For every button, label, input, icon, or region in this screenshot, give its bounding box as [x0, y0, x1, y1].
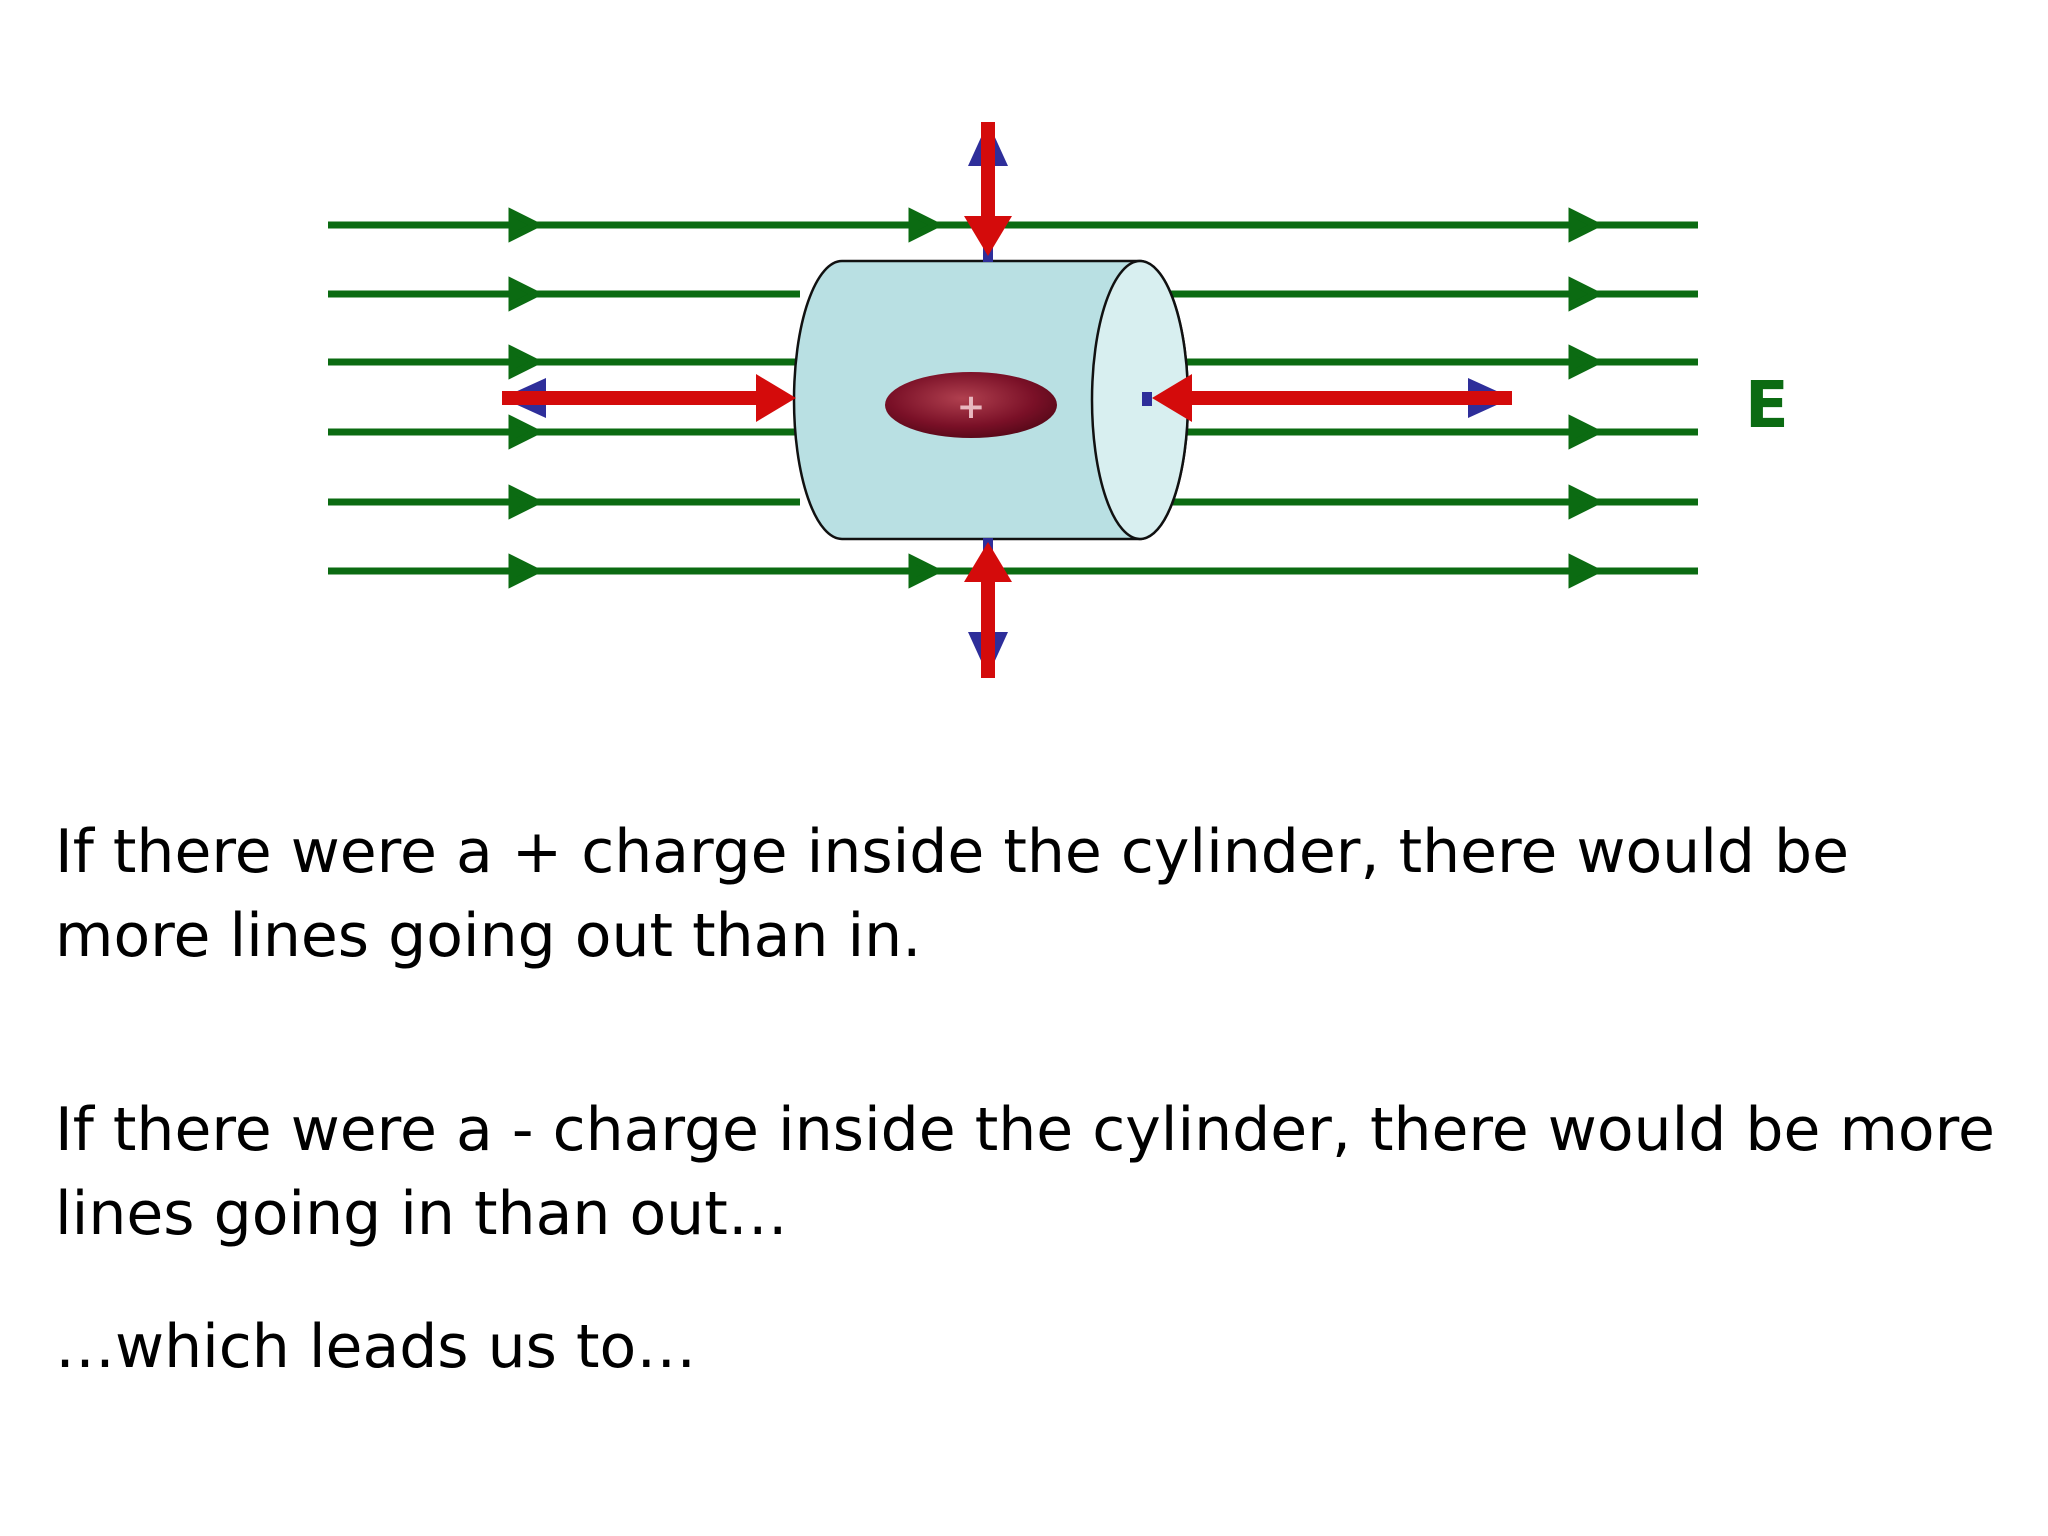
field-line-4: [328, 414, 1698, 450]
flux-arrow-top: [964, 122, 1012, 256]
field-line-6: [328, 553, 1698, 589]
charge-ellipse: [885, 372, 1057, 438]
charge: +: [885, 372, 1057, 438]
field-line-1: [328, 207, 1698, 243]
field-line-5: [328, 484, 1698, 520]
paragraph-transition: …which leads us to…: [55, 1312, 697, 1382]
paragraph-negative-charge: If there were a - charge inside the cyli…: [55, 1095, 1995, 1249]
field-label: E: [1745, 369, 1789, 443]
flux-arrow-right: [1152, 374, 1512, 422]
field-line-2: [328, 276, 1698, 312]
charge-symbol: +: [957, 387, 986, 427]
field-line-3: [328, 344, 1698, 380]
field-lines: [328, 207, 1698, 589]
gauss-cylinder-diagram: + E: [328, 122, 1789, 678]
flux-arrows: [502, 122, 1512, 678]
flux-arrow-bottom: [964, 542, 1012, 678]
paragraph-positive-charge: If there were a + charge inside the cyli…: [55, 817, 1850, 971]
flux-arrow-left: [502, 374, 796, 422]
